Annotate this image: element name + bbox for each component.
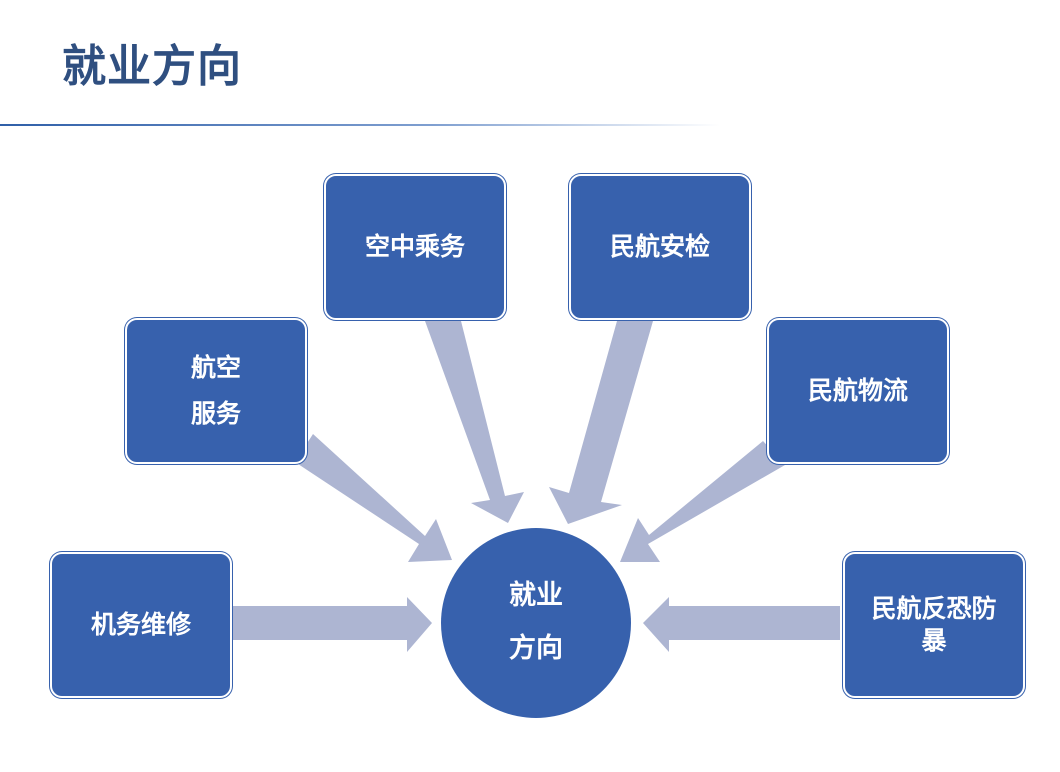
box-minhang-wuliu: 民航物流	[767, 318, 949, 464]
box-jiwu-weixiu: 机务维修	[50, 552, 232, 698]
page-title: 就业方向	[62, 41, 242, 92]
box-minhang-anjian-label: 民航安检	[609, 231, 710, 261]
box-hangkong-fuwu-line1: 航空	[190, 352, 241, 382]
arrow-minhang-wuliu	[620, 441, 785, 562]
arrow-kongzhong-chengwu	[425, 321, 524, 523]
box-jiwu-weixiu-label: 机务维修	[90, 609, 191, 639]
center-line2: 方向	[509, 633, 563, 664]
arrow-minhang-fankong	[643, 597, 840, 652]
center-circle: 就业 方向	[441, 528, 631, 718]
box-minhang-anjian: 民航安检	[569, 174, 751, 320]
center-line1: 就业	[509, 580, 563, 612]
box-minhang-fankong-line1: 民航反恐防	[871, 593, 997, 623]
box-kongzhong-chengwu: 空中乘务	[324, 174, 506, 320]
arrow-minhang-anjian	[549, 321, 653, 524]
arrow-hangkong-fuwu	[295, 434, 452, 562]
box-hangkong-fuwu: 航空 服务	[125, 318, 307, 464]
box-kongzhong-chengwu-label: 空中乘务	[364, 231, 465, 261]
arrow-jiwu-weixiu	[233, 597, 432, 652]
box-hangkong-fuwu-line2: 服务	[190, 399, 241, 428]
title-divider	[0, 124, 720, 126]
box-minhang-fankong-line2: 暴	[921, 626, 947, 655]
box-minhang-fankong: 民航反恐防 暴	[843, 552, 1025, 698]
box-minhang-wuliu-label: 民航物流	[807, 375, 908, 405]
